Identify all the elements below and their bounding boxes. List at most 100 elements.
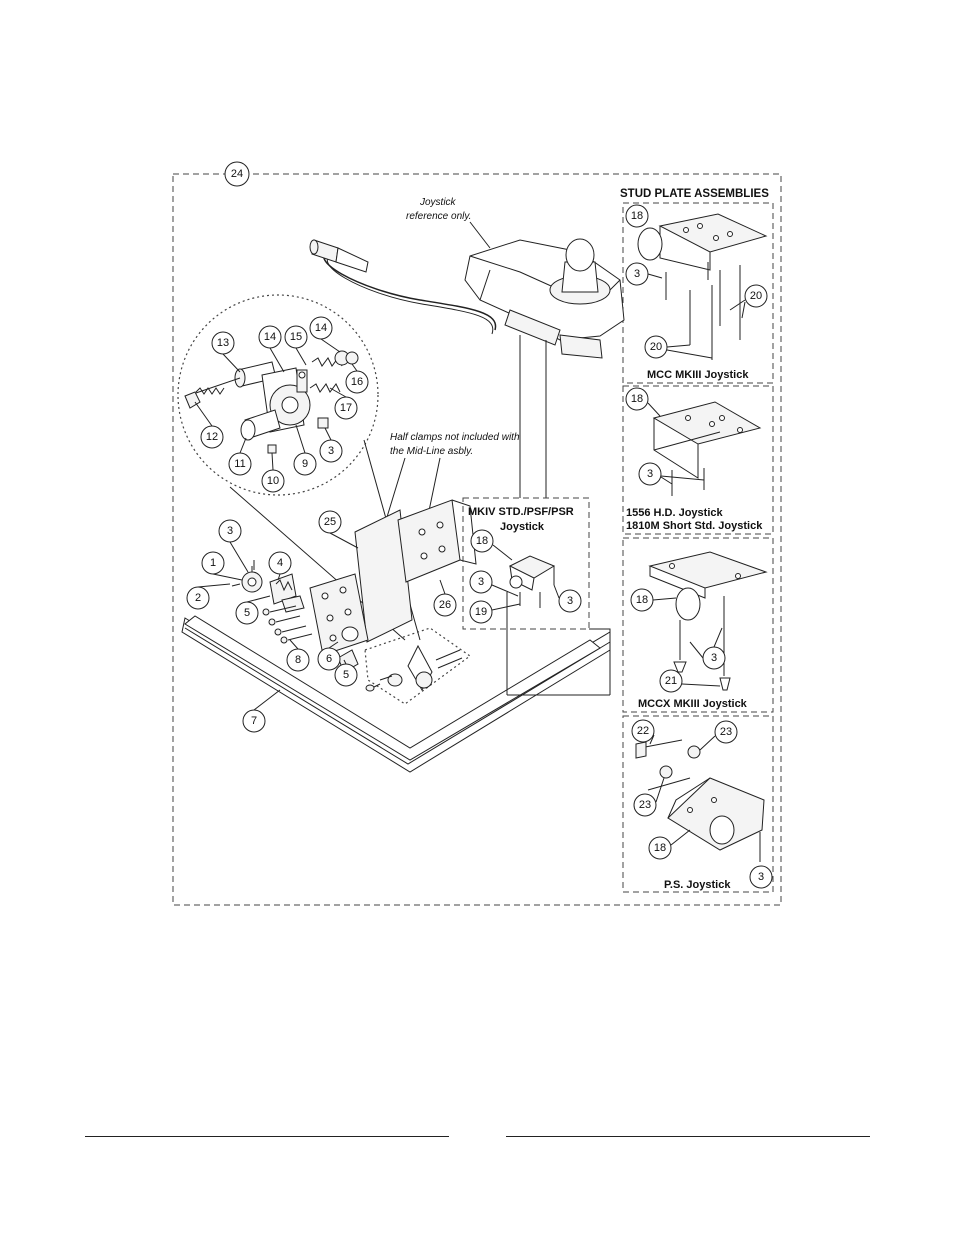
svg-text:MCCX MKIII Joystick: MCCX MKIII Joystick (638, 698, 748, 710)
svg-text:23: 23 (639, 799, 651, 811)
callout-18c: 18 (625, 387, 649, 411)
svg-text:3: 3 (567, 595, 573, 607)
callout-20b: 20 (644, 335, 668, 359)
svg-text:reference only.: reference only. (406, 211, 471, 222)
callout-19: 19 (469, 600, 493, 624)
svg-text:15: 15 (290, 331, 302, 343)
callout-18a: 18 (470, 529, 494, 553)
svg-text:13: 13 (217, 337, 229, 349)
panel-ps (622, 715, 774, 893)
svg-text:18: 18 (636, 594, 648, 606)
callout-5a: 5 (235, 601, 259, 625)
callout-7: 7 (242, 709, 266, 733)
callout-14a: 14 (258, 325, 282, 349)
svg-text:17: 17 (340, 402, 352, 414)
svg-text:5: 5 (244, 607, 250, 619)
assembly-boundary (172, 173, 782, 906)
callout-21: 21 (659, 669, 683, 693)
svg-text:2: 2 (195, 592, 201, 604)
callout-26: 26 (433, 593, 457, 617)
svg-text:3: 3 (634, 268, 640, 280)
svg-text:3: 3 (328, 445, 334, 457)
callout-10: 10 (261, 469, 285, 493)
callout-23a: 23 (714, 720, 738, 744)
callout-2: 2 (186, 586, 210, 610)
svg-text:22: 22 (637, 725, 649, 737)
ps-panel: P.S. Joystick 22 23 23 18 3 (631, 719, 773, 891)
svg-text:7: 7 (251, 715, 257, 727)
half-clamps-note-line2: the Mid-Line asbly. (390, 446, 473, 457)
svg-text:14: 14 (264, 331, 276, 343)
svg-text:19: 19 (475, 606, 487, 618)
svg-text:12: 12 (206, 431, 218, 443)
svg-text:9: 9 (302, 458, 308, 470)
svg-text:18: 18 (631, 393, 643, 405)
callout-1: 1 (201, 551, 225, 575)
callout-20a: 20 (744, 284, 768, 308)
callout-18e: 18 (648, 836, 672, 860)
svg-text:P.S. Joystick: P.S. Joystick (664, 879, 731, 891)
svg-text:26: 26 (439, 599, 451, 611)
callout-5b: 5 (334, 663, 358, 687)
callout-25: 25 (318, 510, 342, 534)
callout-3e: 3 (625, 262, 649, 286)
callout-3g: 3 (702, 646, 726, 670)
callout-14b: 14 (309, 316, 333, 340)
callout-3d: 3 (558, 589, 582, 613)
panel-hd (622, 385, 774, 535)
svg-text:1810M Short Std. Joystick: 1810M Short Std. Joystick (626, 520, 763, 532)
svg-text:24: 24 (231, 168, 243, 180)
callout-13: 13 (211, 331, 235, 355)
svg-text:20: 20 (650, 341, 662, 353)
callout-12: 12 (200, 425, 224, 449)
callout-9: 9 (293, 452, 317, 476)
callout-6: 6 (317, 647, 341, 671)
mcc-panel: MCC MKIII Joystick 18 3 20 20 (625, 204, 768, 381)
svg-text:16: 16 (351, 376, 363, 388)
half-clamps-note-line1: Half clamps not included with (390, 432, 520, 443)
callout-17: 17 (334, 396, 358, 420)
svg-text:18: 18 (631, 210, 643, 222)
svg-text:8: 8 (295, 654, 301, 666)
callout-15: 15 (284, 325, 308, 349)
svg-text:5: 5 (343, 669, 349, 681)
stud-plate-assemblies-heading: STUD PLATE ASSEMBLIES (620, 188, 769, 200)
svg-text:3: 3 (711, 652, 717, 664)
hd-panel: 1556 H.D. Joystick 1810M Short Std. Joys… (625, 387, 763, 532)
svg-text:14: 14 (315, 322, 327, 334)
callout-18b: 18 (625, 204, 649, 228)
svg-text:3: 3 (478, 576, 484, 588)
svg-text:11: 11 (234, 458, 245, 470)
svg-text:3: 3 (647, 468, 653, 480)
callout-8: 8 (286, 648, 310, 672)
svg-text:25: 25 (324, 516, 336, 528)
svg-text:10: 10 (267, 475, 279, 487)
callout-4: 4 (268, 551, 292, 575)
svg-text:6: 6 (326, 653, 332, 665)
svg-text:18: 18 (654, 842, 666, 854)
svg-text:23: 23 (720, 726, 732, 738)
panel-mcc (622, 202, 774, 384)
svg-text:1556 H.D. Joystick: 1556 H.D. Joystick (626, 507, 723, 519)
svg-text:MKIV STD./PSF/PSR: MKIV STD./PSF/PSR (468, 506, 574, 518)
svg-text:20: 20 (750, 290, 762, 302)
svg-text:Joystick: Joystick (419, 197, 457, 208)
callout-3a: 3 (319, 439, 343, 463)
svg-text:MCC MKIII Joystick: MCC MKIII Joystick (647, 369, 749, 381)
svg-text:3: 3 (227, 525, 233, 537)
panel-mccx (622, 537, 774, 713)
callout-23b: 23 (633, 793, 657, 817)
callout-3h: 3 (749, 865, 773, 889)
callout-24: 24 (224, 161, 250, 187)
callout-18d: 18 (630, 588, 654, 612)
footer-rule-right (506, 1136, 870, 1137)
svg-text:4: 4 (277, 557, 283, 569)
svg-text:21: 21 (665, 675, 677, 687)
svg-text:1: 1 (210, 557, 216, 569)
callout-3f: 3 (638, 462, 662, 486)
mccx-panel: MCCX MKIII Joystick 18 3 21 (630, 551, 768, 710)
svg-text:Joystick: Joystick (500, 521, 545, 533)
callout-22: 22 (631, 719, 655, 743)
callout-3b: 3 (218, 519, 242, 543)
